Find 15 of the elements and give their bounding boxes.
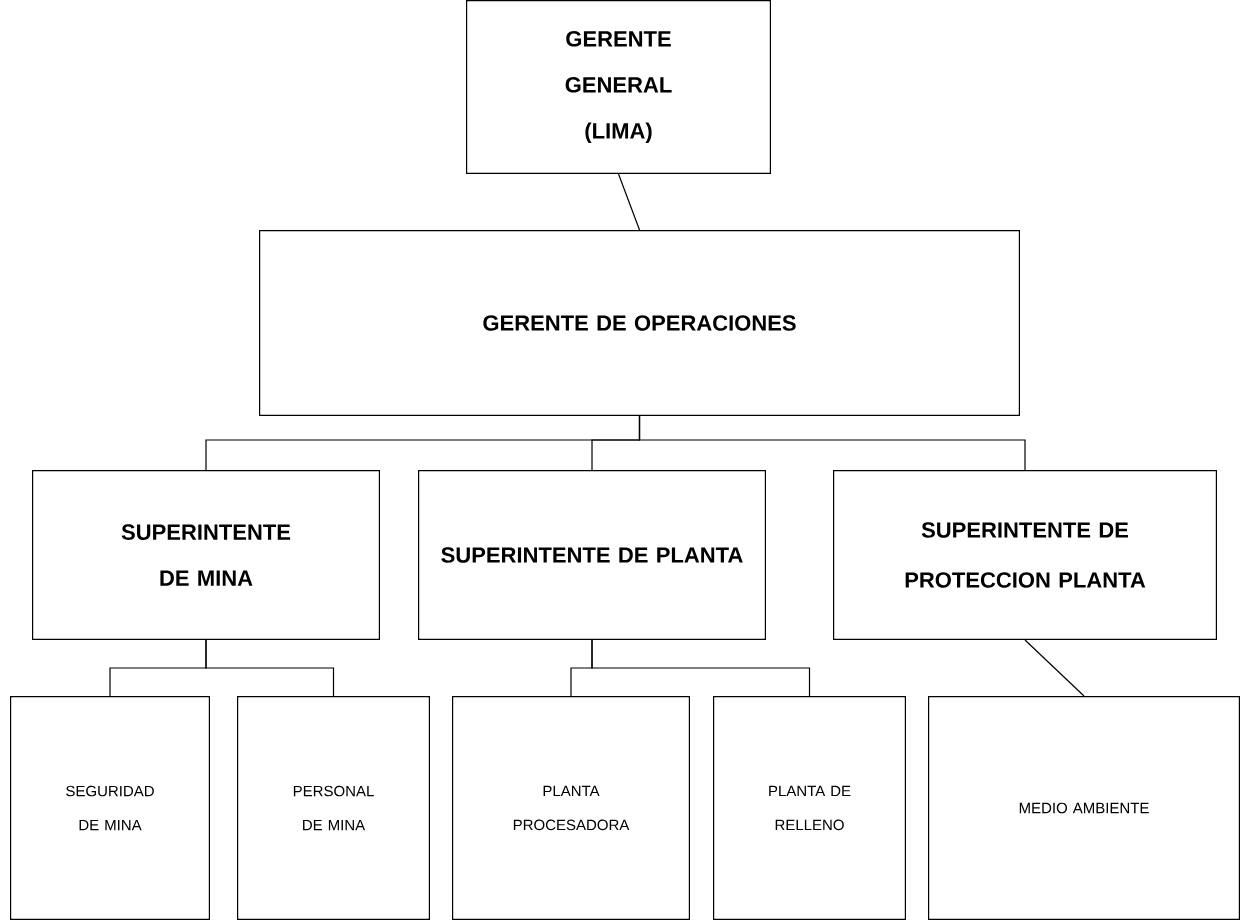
connector-line: [1024, 639, 1085, 697]
department-box: PLANTA DE RELLENO: [713, 696, 906, 920]
connector-line: [617, 173, 641, 231]
title-box: SUPERINTENTE DE MINA: [32, 470, 380, 640]
title-box: GERENTE DE OPERACIONES: [259, 230, 1020, 416]
connector-line: [638, 415, 1026, 471]
department-box: PLANTA PROCESADORA: [452, 696, 690, 920]
title-box: SUPERINTENTE DE PROTECCION PLANTA: [833, 470, 1217, 640]
department-box: PERSONAL DE MINA: [237, 696, 430, 920]
connector-line: [591, 639, 811, 697]
title-box: SUPERINTENTE DE PLANTA: [418, 470, 766, 640]
department-box: SEGURIDAD DE MINA: [10, 696, 210, 920]
title-box: GERENTE GENERAL (LIMA): [466, 0, 771, 174]
connector-line: [205, 639, 335, 697]
department-box: MEDIO AMBIENTE: [928, 696, 1240, 920]
